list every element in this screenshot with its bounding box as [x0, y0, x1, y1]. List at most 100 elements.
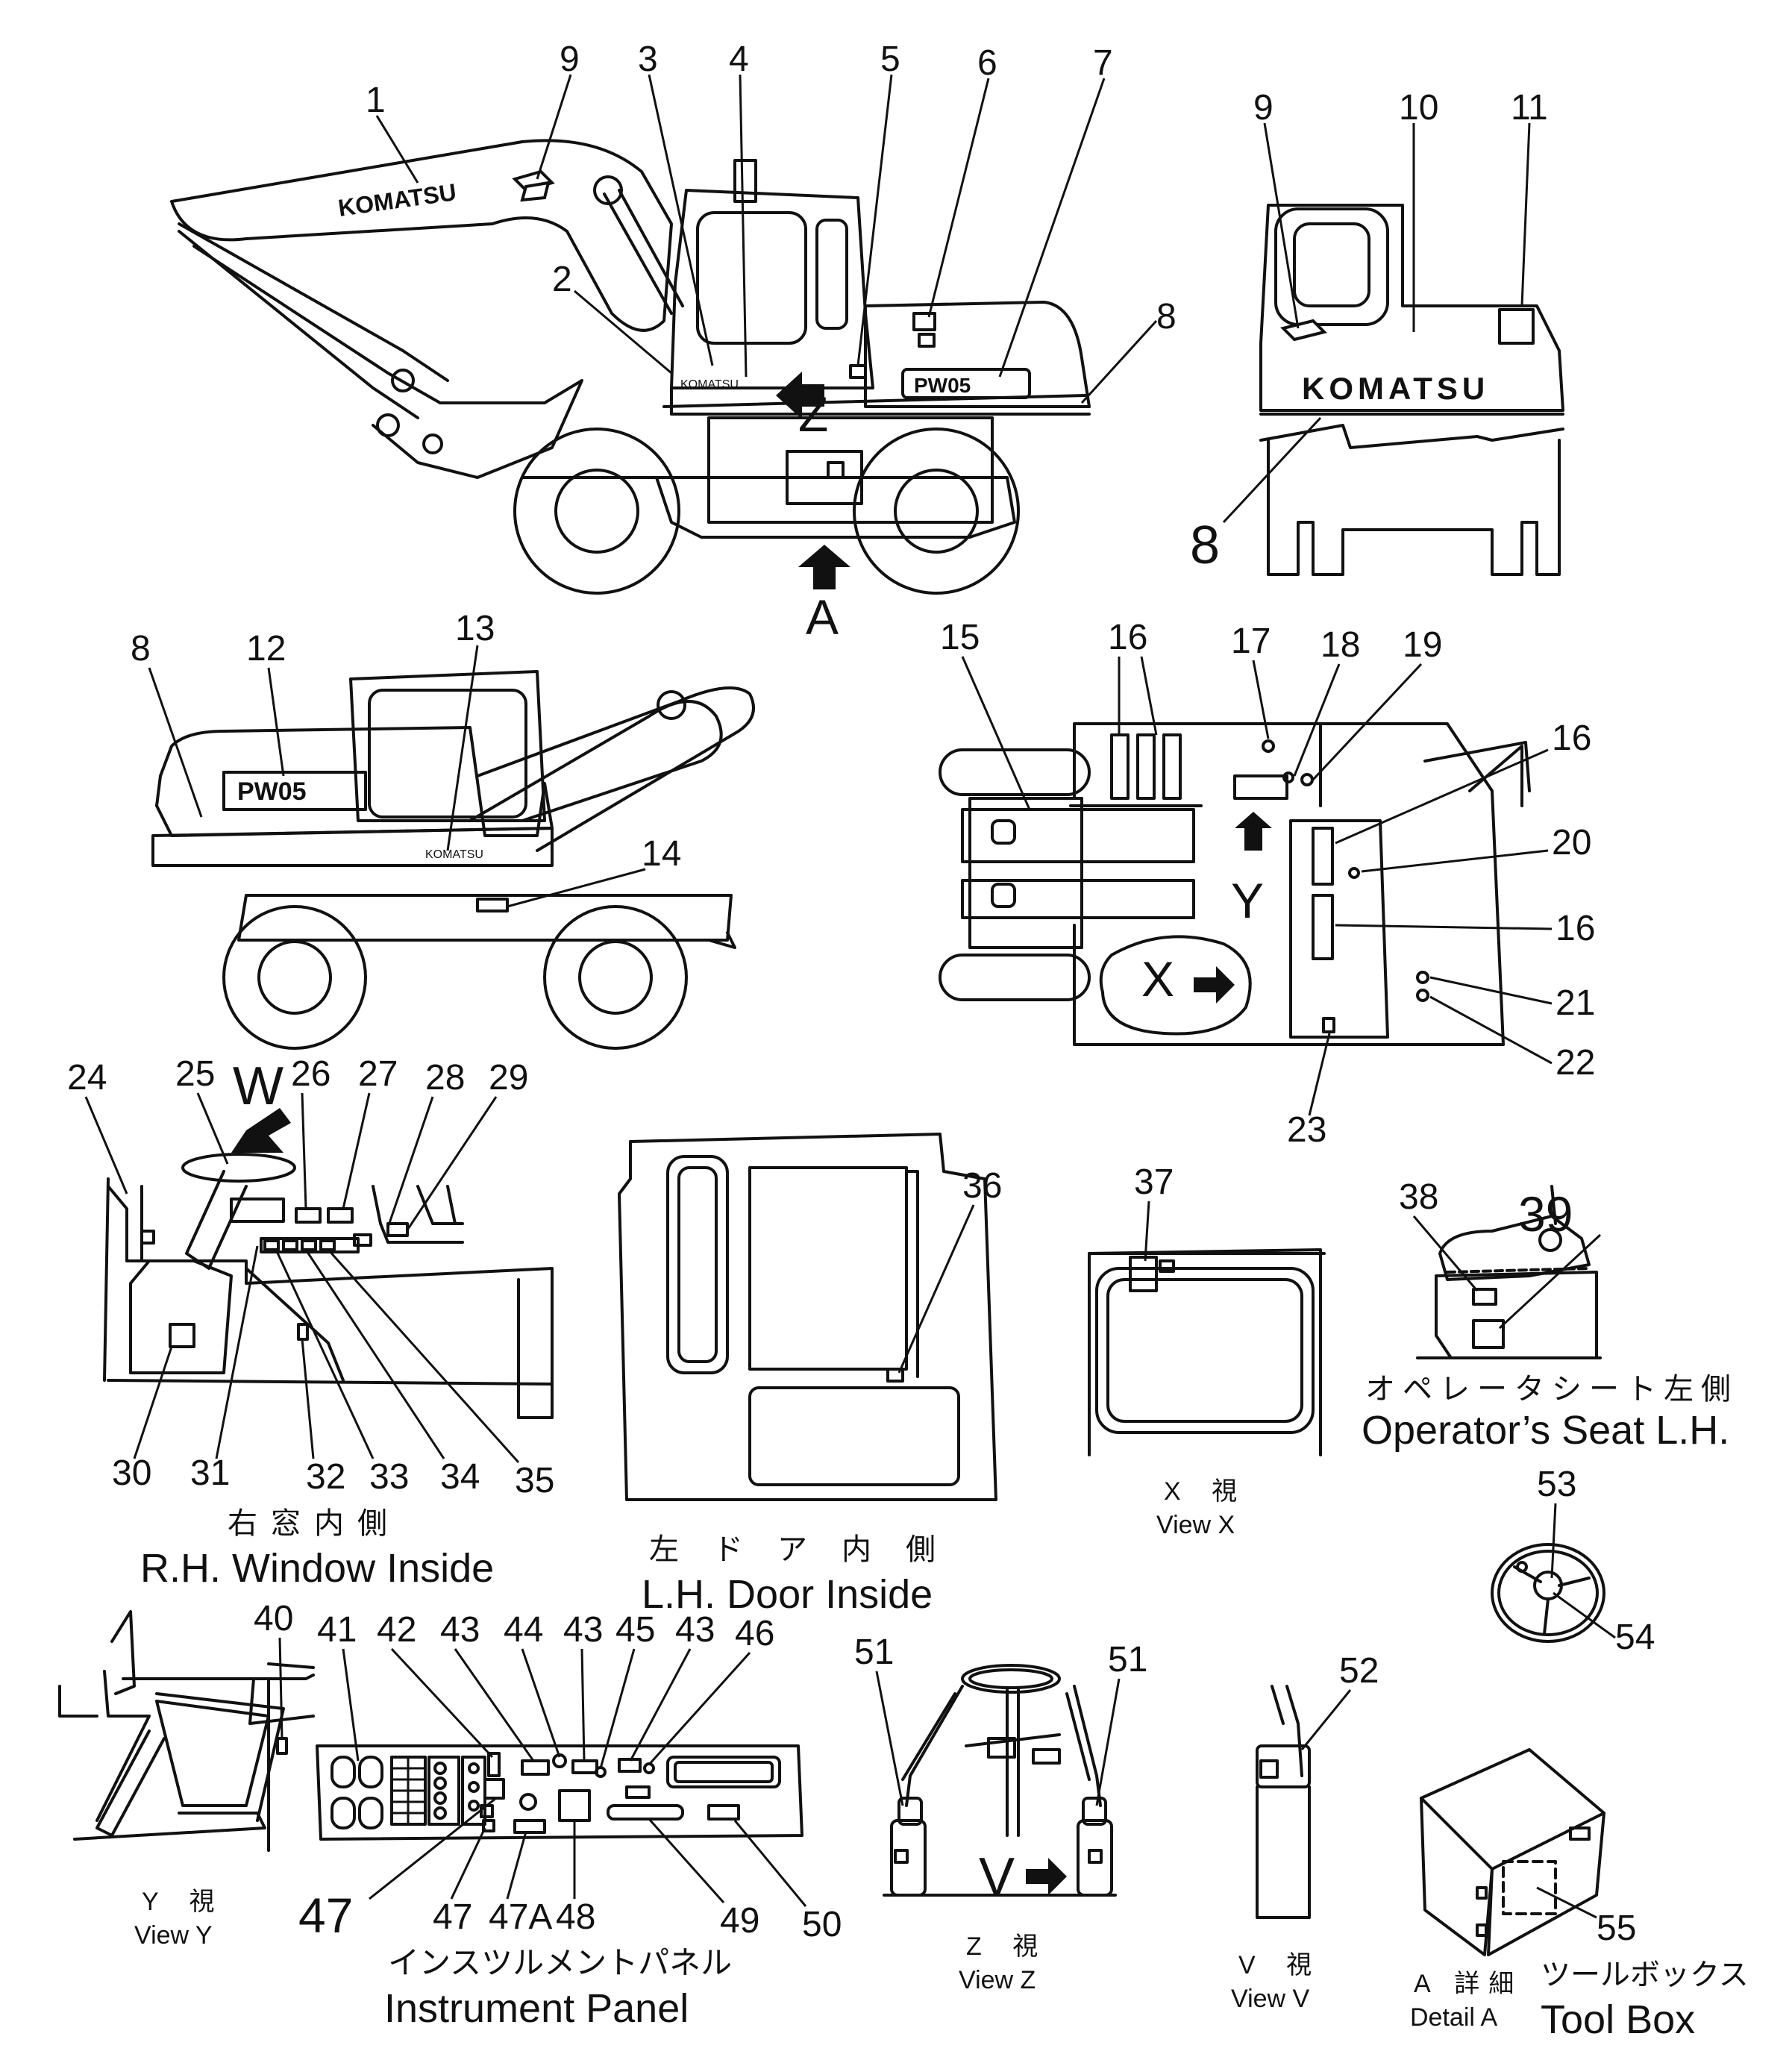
callout-43-a: 43	[440, 1610, 480, 1650]
excavator-rear-view: KOMATSU	[1259, 204, 1564, 576]
callout-8-left: 8	[131, 629, 151, 669]
callout-56: 55	[1597, 1909, 1636, 1948]
callout-55: 54	[1615, 1618, 1655, 1657]
callout-1: 1	[366, 81, 386, 120]
callout-8-rear: 8	[1190, 516, 1220, 575]
callout-43-b: 43	[563, 1610, 603, 1650]
lh-door-inside-view	[618, 1133, 997, 1501]
instrument-panel-callouts: 41 42 43 44 43 45 43 46 47 47 47 47A 48 …	[298, 1610, 842, 1944]
callout-22: 22	[1556, 1043, 1595, 1083]
view-letter-z: Z	[798, 386, 828, 442]
callout-16-a: 16	[1108, 618, 1147, 657]
callout-21: 21	[1556, 983, 1595, 1023]
callout-9-top: 9	[560, 40, 580, 79]
excavator-top-view: Y X	[939, 722, 1531, 1046]
callout-6: 6	[977, 43, 997, 83]
side-model-decal: PW05	[237, 777, 307, 806]
view-letter-x: X	[1141, 951, 1174, 1007]
caption-view-y-jp: Y 視	[142, 1888, 227, 1916]
tool-box-detail	[1420, 1748, 1605, 1956]
callout-3: 3	[638, 40, 658, 79]
callout-28: 28	[425, 1058, 465, 1098]
callout-52-left: 51	[854, 1632, 894, 1672]
callout-52-right: 51	[1108, 1640, 1147, 1679]
callout-31: 31	[190, 1453, 230, 1493]
callout-14: 14	[642, 834, 681, 874]
excavator-side-view: KOMATSU PW05 KOMATSU Z	[170, 139, 1091, 645]
caption-view-z-en: View Z	[959, 1966, 1036, 1994]
top-view-callouts: 15 16 17 18 19 16 20 16 21 22 23	[940, 618, 1595, 1150]
rear-komatsu-decal: KOMATSU	[1302, 371, 1489, 406]
caption-toolbox-en: Tool Box	[1541, 1997, 1695, 2042]
callout-5: 5	[880, 40, 900, 79]
callout-17: 17	[1231, 622, 1271, 661]
caption-lh-door-en: L.H. Door Inside	[642, 1572, 933, 1617]
callout-45: 45	[615, 1610, 655, 1650]
callout-29: 29	[489, 1058, 528, 1098]
callout-20: 20	[1552, 823, 1591, 863]
callout-41: 41	[317, 1610, 357, 1650]
callout-9-rear: 9	[1253, 88, 1273, 128]
callout-11: 11	[1511, 88, 1548, 128]
callout-10: 10	[1399, 88, 1438, 128]
callout-36: 36	[962, 1166, 1002, 1206]
rear-view-callouts: 9 10 11 8	[1190, 88, 1548, 575]
callout-50: 49	[720, 1901, 759, 1941]
view-v-detail	[1256, 1685, 1311, 1919]
callout-32: 32	[306, 1457, 345, 1497]
callout-44: 44	[504, 1610, 543, 1650]
view-letter-v: V	[979, 1847, 1015, 1907]
view-letter-y: Y	[1231, 873, 1264, 928]
callout-42: 42	[377, 1610, 416, 1650]
callout-47A: 47	[298, 1888, 353, 1943]
caption-panel-jp: インスツルメントパネル	[388, 1944, 732, 1981]
caption-view-v-en: View V	[1231, 1985, 1310, 2013]
operator-seat-view	[1416, 1185, 1602, 1359]
callout-40: 40	[254, 1599, 293, 1638]
caption-detail-a-jp: A 詳細	[1414, 1970, 1523, 1998]
callout-12: 12	[246, 629, 286, 669]
rh-window-inside-view: W	[103, 1056, 554, 1419]
caption-view-z-jp: Z 視	[966, 1932, 1050, 1961]
callout-24: 24	[67, 1058, 107, 1098]
rh-window-callouts: 24 25 26 27 28 29 30 31 32 33 34 35	[67, 1054, 554, 1500]
callout-39: 39	[1518, 1186, 1573, 1242]
callout-54: 53	[1537, 1465, 1576, 1504]
callout-4: 4	[729, 40, 749, 79]
callout-2: 2	[552, 260, 572, 299]
callout-30: 30	[112, 1453, 151, 1493]
caption-lh-door-jp: 左ドア内側	[649, 1533, 970, 1567]
callout-26: 26	[291, 1054, 330, 1094]
view-letter-a: A	[806, 589, 839, 645]
caption-view-y-en: View Y	[134, 1921, 213, 1950]
callout-38: 38	[1399, 1177, 1438, 1217]
callout-23: 23	[1287, 1110, 1326, 1150]
callout-16-b: 16	[1552, 719, 1591, 758]
caption-panel-en: Instrument Panel	[384, 1986, 689, 2031]
callout-18: 18	[1320, 625, 1360, 665]
rear-wheel	[853, 428, 1020, 595]
view-z-detail: V	[883, 1664, 1117, 1907]
callout-51: 50	[802, 1905, 842, 1944]
callout-34: 34	[440, 1457, 480, 1497]
callout-8-main: 8	[1156, 297, 1177, 336]
caption-view-x-jp: X 視	[1164, 1477, 1249, 1506]
view-letter-w: W	[233, 1056, 283, 1116]
callout-49: 48	[556, 1897, 595, 1937]
callout-35: 35	[515, 1461, 554, 1500]
side-komatsu-small: KOMATSU	[425, 848, 483, 861]
caption-view-x-en: View X	[1156, 1511, 1235, 1539]
caption-seat-jp: オペレータシート左側	[1365, 1372, 1738, 1406]
view-y-detail	[58, 1610, 315, 1852]
view-x-detail	[1088, 1248, 1326, 1456]
callout-43-c: 43	[675, 1610, 715, 1650]
cab-komatsu-small: KOMATSU	[680, 378, 739, 391]
callout-25: 25	[175, 1054, 215, 1094]
callout-13: 13	[455, 609, 495, 648]
caption-seat-en: Operator’s Seat L.H.	[1362, 1408, 1729, 1453]
hood-model-decal: PW05	[914, 374, 971, 397]
caption-view-v-jp: V 視	[1238, 1951, 1323, 1979]
callout-46: 46	[735, 1614, 774, 1653]
